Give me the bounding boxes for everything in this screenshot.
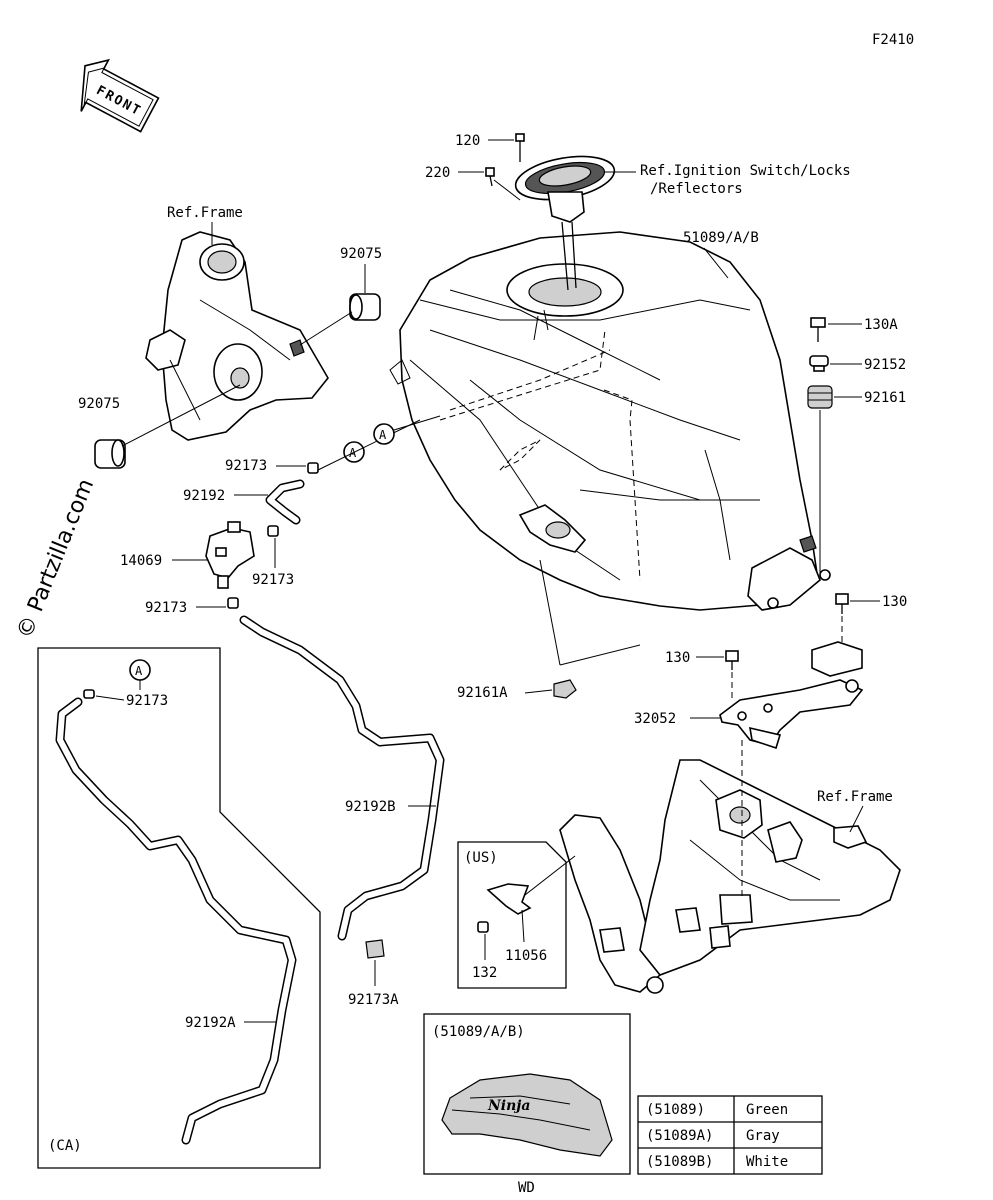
color-row-part: (51089B) [646,1154,713,1170]
clip-92173-ca [83,689,95,699]
color-row-part: (51089) [646,1102,705,1118]
label-130-left: 130 [665,650,690,666]
bracket-11056 [486,883,532,915]
valve-14069 [205,521,255,589]
figure-code: F2410 [872,32,914,48]
label-92173-top: 92173 [225,458,267,474]
ref-frame-top-label: Ref.Frame [167,205,243,221]
fuel-tank-drawing [389,231,831,611]
watermark: © Partzilla.com [12,475,99,642]
rubber-92075-left [94,439,126,469]
label-92173-mid: 92173 [252,572,294,588]
ref-frame-bottom-label: Ref.Frame [817,789,893,805]
frame-rear-drawing [559,759,901,994]
label-92161: 92161 [864,390,906,406]
callout-a-ca: A [129,659,151,681]
label-92173-ca: 92173 [126,693,168,709]
us-region-label: (US) [464,850,498,866]
fuel-cap-assembly [514,155,616,291]
grommet-92161 [807,385,833,409]
label-51089: 51089/A/B [683,230,759,246]
label-92152: 92152 [864,357,906,373]
screw-220 [485,167,495,187]
ref-ignition-label-1: Ref.Ignition Switch/Locks [640,163,851,179]
variants-box-label: (51089/A/B) [432,1024,525,1040]
tank-variant-drawing [441,1073,613,1157]
callout-a-tank: A [373,423,395,445]
collar-92152 [809,355,829,372]
label-92161A: 92161A [457,685,508,701]
color-row-part: (51089A) [646,1128,713,1144]
grommet-92161A [553,679,577,699]
color-row-color: Gray [746,1128,780,1144]
bolt-120 [515,133,525,162]
label-92192B: 92192B [345,799,396,815]
svg-text:A: A [379,428,387,442]
label-92075-left: 92075 [78,396,120,412]
ref-ignition-label-2: /Reflectors [650,181,743,197]
label-92192: 92192 [183,488,225,504]
ca-region-label: (CA) [48,1138,82,1154]
label-11056: 11056 [505,948,547,964]
label-92075-right: 92075 [340,246,382,262]
label-130-right: 130 [882,594,907,610]
color-row-color: Green [746,1102,788,1118]
clip-92173A [365,939,385,959]
label-120: 120 [455,133,480,149]
label-130A: 130A [864,317,898,333]
clip-92173-top [307,462,319,474]
label-132: 132 [472,965,497,981]
bracket-32052 [719,641,864,750]
label-14069: 14069 [120,553,162,569]
label-32052: 32052 [634,711,676,727]
label-92192A: 92192A [185,1015,236,1031]
svg-text:A: A [135,664,143,678]
ca-region-outline [37,647,321,1169]
bolt-130-right [835,593,849,614]
rubber-92075-right [349,293,381,321]
label-92173-lower: 92173 [145,600,187,616]
color-row-color: White [746,1154,788,1170]
bolt-130A [810,317,826,342]
bolt-130-left [725,650,739,670]
wd-label: WD [518,1180,535,1196]
tank-logo: Ninja [487,1098,530,1114]
label-92173A: 92173A [348,992,399,1008]
front-arrow-icon: FRONT [80,58,160,133]
clip-92173-lower [227,597,239,609]
frame-head-drawing [145,231,329,441]
us-region-outline [457,841,567,989]
clip-92173-mid [267,525,279,537]
variants-box [423,1013,631,1175]
label-220: 220 [425,165,450,181]
color-table: (51089) Green (51089A) Gray (51089B) Whi… [637,1095,823,1175]
bolt-132 [477,921,489,933]
